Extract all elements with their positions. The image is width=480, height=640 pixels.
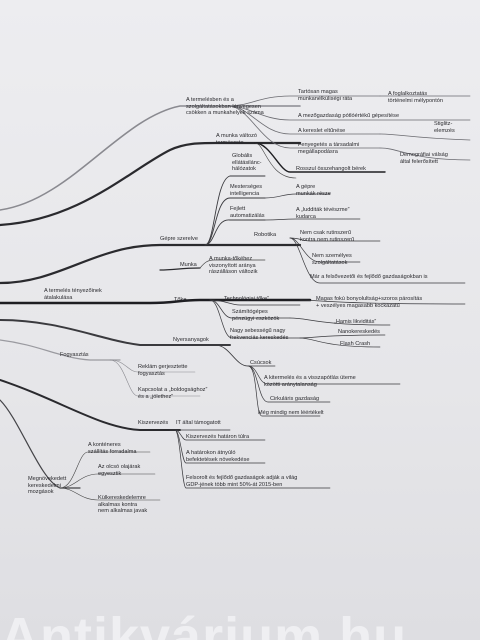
branch-line-4	[0, 319, 231, 346]
node-mar: Már a felsővezetői és fejlődő gazdaságok…	[310, 274, 428, 280]
branch-line-3	[0, 105, 301, 211]
branch-line-7	[0, 399, 81, 489]
branch-line-16	[254, 142, 297, 179]
node-nyersanyagok: Nyersanyagok	[173, 337, 209, 343]
branch-line-14	[379, 147, 471, 161]
branch-line-34	[209, 299, 301, 339]
branch-line-44	[174, 429, 266, 441]
branch-line-30	[209, 299, 301, 306]
node-kontener: A konténeres szállítás forradalma	[88, 442, 137, 455]
branch-line-24	[264, 218, 361, 221]
node-flash: Flash Crash	[340, 341, 371, 347]
node-felsorolt: Felsorolt és fejlődő gazdaságok adják a …	[186, 475, 298, 488]
branch-line-29	[199, 259, 266, 269]
node-munka-toke: A munka-tőkéhez viszonyított aránya rász…	[209, 256, 258, 276]
node-hatarokon: A határokon átnyúló befektetések növeked…	[186, 450, 250, 463]
branch-line-35	[299, 334, 386, 339]
branch-line-10	[227, 105, 471, 121]
branch-line-28	[159, 267, 201, 271]
node-kitermeles: A kitermelés és a visszapótlás üteme köz…	[264, 375, 356, 388]
branch-line-1	[0, 243, 302, 285]
node-technologiai: „Technológiai tőke”	[222, 296, 269, 302]
node-gepre-szerelve: Gépre szerelve	[160, 236, 198, 242]
branch-line-41	[109, 359, 196, 373]
branch-line-6	[0, 379, 181, 431]
branch-line-46	[174, 429, 331, 489]
node-nanokereskedés: Nanokereskedés	[338, 329, 380, 335]
node-olcso: Az olcsó olajárak egyesztik	[98, 464, 141, 477]
branch-line-36	[299, 337, 381, 348]
node-kiszervezes-hatar: Kiszervezés határon túlra	[186, 434, 250, 440]
branch-line-5	[0, 339, 121, 361]
branch-line-26	[289, 237, 361, 263]
branch-line-32	[209, 299, 291, 319]
branch-line-25	[289, 237, 381, 242]
node-foglalkoztatas: A foglalkoztatás történelmi mélypontón	[388, 91, 444, 104]
branch-line-42	[109, 359, 201, 397]
node-globalis: Globális ellátásilánc- hálózatok	[232, 153, 262, 173]
branch-line-31	[299, 299, 466, 305]
node-termelesben: A termelésben és a szolgáltatásokban lén…	[186, 97, 264, 117]
node-stiglitz: Stiglitz- elemzés	[434, 121, 455, 134]
branch-line-17	[204, 175, 231, 246]
branch-line-40	[247, 365, 321, 417]
branch-line-11	[227, 105, 381, 135]
branch-line-48	[59, 473, 156, 489]
node-rosszul: Rosszul összehangolt bérek	[296, 166, 366, 172]
node-nagy-sebesseg: Nagy sebességű nagy frekvenciás keresked…	[230, 328, 289, 341]
node-fenyegetes: Fenyegetés a társadalmi megállapodásra	[298, 142, 360, 155]
watermark-text: Antikvárium.hu	[0, 607, 408, 640]
branch-line-8	[227, 95, 381, 107]
node-ludditak: A „ludditák tévészme” kudarca	[296, 207, 350, 220]
node-robotika: Robotika	[254, 232, 277, 238]
branch-line-2	[0, 141, 302, 227]
branch-line-13	[227, 105, 381, 149]
node-nem-szemelyes: Nem személyes szolgáltatások	[312, 253, 352, 266]
node-megnovekedett: Megnövekedett kereskedelmi mozgások	[28, 476, 67, 496]
node-demografiai: Demográfiai válság által felerősített	[400, 152, 448, 165]
node-reklam: Reklám gerjesztette fogyasztás	[138, 364, 188, 377]
branch-line-47	[59, 451, 151, 489]
node-magas-foku: Magas fokú bonyolultság+szoros párosítás…	[316, 296, 423, 309]
branch-line-15	[254, 142, 386, 173]
node-kereslet: A kereslet eltűnése	[298, 128, 346, 134]
node-hamis: „Hamis likviditás”	[334, 319, 377, 325]
node-toke: Tőke	[174, 297, 187, 303]
branch-line-49	[59, 487, 161, 501]
node-termeles-tenyezok: A termelés tényezőinek átalakulása	[44, 288, 102, 301]
node-meg-mindig: Még mindig nem léértékelt	[258, 410, 324, 416]
node-szamitogepes: Számítógépes pénzügyi eszközök	[232, 309, 280, 322]
node-mezogazdasag: A mezőgazdaság pótlóértékű gépesítése	[298, 113, 400, 119]
node-gepre-munka: A gépre munkák része	[296, 184, 331, 197]
node-fejlett: Fejlett automatizálás	[230, 206, 265, 219]
node-kapcsolat: Kapcsolat a „boldogsághoz” és a „jólethe…	[138, 387, 208, 400]
node-it: IT által támogatott	[176, 420, 221, 426]
branch-line-18	[204, 197, 231, 246]
node-csucsok: Csúcsok	[250, 360, 272, 366]
branch-line-23	[264, 193, 331, 199]
node-kiszervezes: Kiszervezés	[138, 420, 169, 426]
branch-line-19	[204, 219, 231, 246]
branch-line-0	[0, 298, 312, 305]
branch-line-12	[379, 133, 471, 141]
branch-line-27	[289, 237, 466, 284]
node-nem-csak: Nem csak rutinszerű kontra nem rutinszer…	[300, 230, 355, 243]
branch-line-33	[289, 317, 391, 326]
node-cirkularis: Cirkuláris gazdaság	[270, 396, 320, 402]
branch-line-45	[174, 429, 266, 464]
node-tartosan: Tartósan magas munkanélküliségi ráta	[298, 89, 353, 102]
node-kulkereskedelem: Külkereskedelemre alkalmas kontra nem al…	[98, 495, 148, 515]
node-fogyasztas: Fogyasztás	[60, 352, 89, 358]
node-munka-valtozo: A munka változó természete	[216, 133, 258, 146]
node-munka: Munka	[180, 262, 197, 268]
node-mesterseges: Mesterséges intelligencia	[230, 184, 263, 197]
